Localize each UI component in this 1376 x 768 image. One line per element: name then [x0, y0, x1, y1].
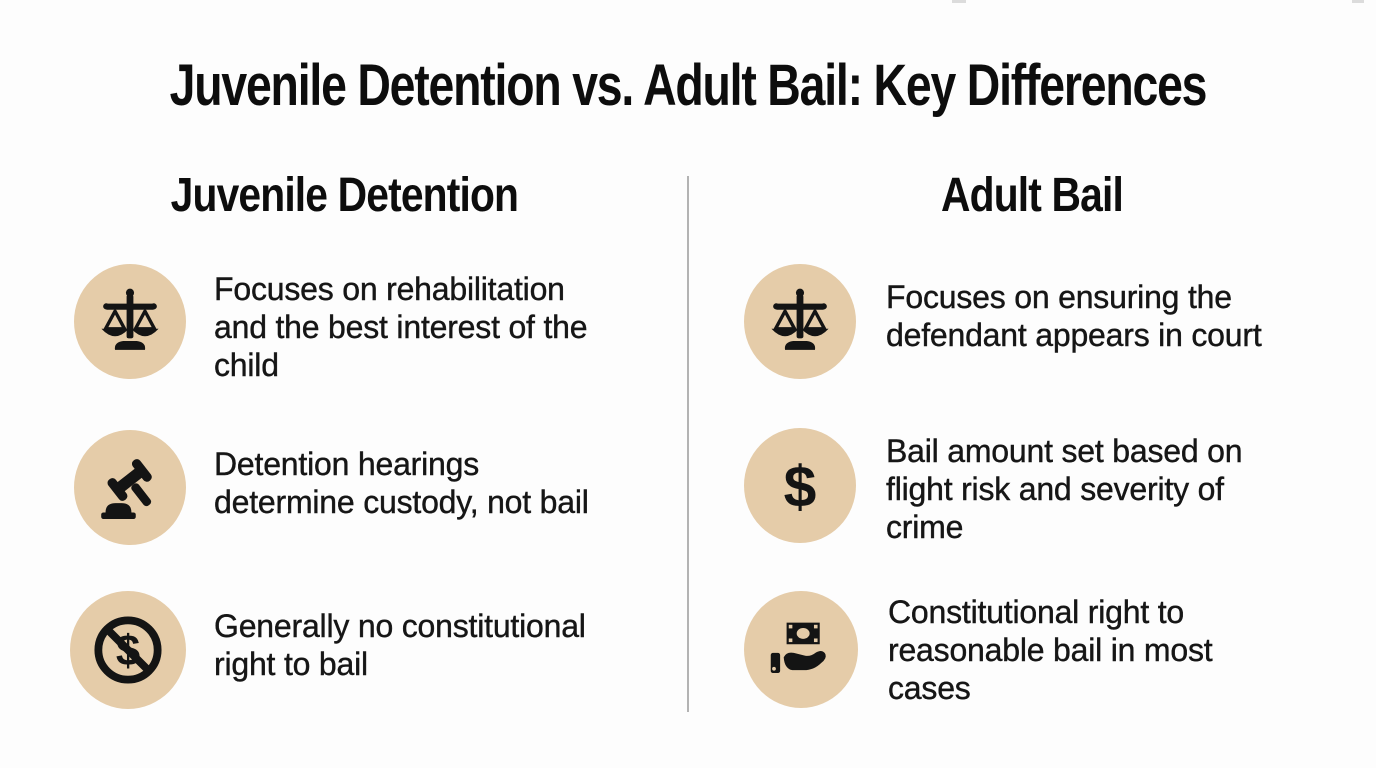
item-text-line: Generally no constitutional	[214, 608, 586, 644]
item-text: Bail amount set based on flight risk and…	[886, 428, 1243, 546]
item-text-line: crime	[886, 509, 964, 545]
scales-of-justice-icon	[101, 288, 159, 350]
item-text-line: cases	[888, 670, 971, 706]
money-in-hand-icon	[770, 622, 826, 673]
item-text-line: Constitutional right to	[888, 594, 1185, 630]
item-text: Focuses on rehabilitation and the best i…	[214, 264, 588, 384]
column-header-juvenile: Juvenile Detention	[0, 168, 688, 223]
gavel-icon	[101, 458, 152, 519]
comparison-item: Detention hearings determine custody, no…	[74, 430, 589, 545]
item-text-line: reasonable bail in most	[888, 632, 1213, 668]
dollar-sign-icon: $	[784, 454, 817, 519]
icon-circle: $	[70, 591, 186, 709]
icon-circle: $	[744, 428, 856, 543]
edge-artifact	[952, 0, 966, 3]
comparison-item: $ Generally no constitutional right to b…	[70, 591, 586, 709]
page-title: Juvenile Detention vs. Adult Bail: Key D…	[0, 52, 1376, 119]
no-bail-icon: $	[94, 616, 162, 684]
item-text: Detention hearings determine custody, no…	[214, 430, 589, 521]
item-text-line: Detention hearings	[214, 446, 480, 482]
column-header-adult: Adult Bail	[688, 168, 1376, 223]
comparison-item: Constitutional right to reasonable bail …	[744, 591, 1213, 708]
item-text-line: flight risk and severity of	[886, 471, 1224, 507]
icon-circle	[74, 264, 186, 379]
item-text-line: Focuses on rehabilitation	[214, 271, 565, 307]
item-text-line: child	[214, 347, 279, 383]
item-text: Generally no constitutional right to bai…	[214, 591, 586, 683]
column-divider	[687, 176, 689, 712]
icon-circle	[744, 264, 856, 379]
column-header-text: Adult Bail	[941, 169, 1124, 222]
icon-circle	[74, 430, 186, 545]
item-text: Constitutional right to reasonable bail …	[888, 591, 1213, 707]
page-title-text: Juvenile Detention vs. Adult Bail: Key D…	[169, 53, 1208, 118]
comparison-item: Focuses on ensuring the defendant appear…	[744, 264, 1262, 379]
item-text-line: right to bail	[214, 646, 369, 682]
item-text-line: and the best interest of the	[214, 309, 588, 345]
edge-artifact	[1352, 0, 1364, 3]
item-text-line: defendant appears in court	[886, 317, 1262, 353]
item-text-line: determine custody, not bail	[214, 484, 589, 520]
item-text-line: Bail amount set based on	[886, 433, 1243, 469]
icon-circle	[744, 591, 858, 708]
scales-of-justice-icon	[771, 288, 829, 350]
comparison-item: $ Bail amount set based on flight risk a…	[744, 428, 1243, 546]
item-text: Focuses on ensuring the defendant appear…	[886, 264, 1262, 354]
column-header-text: Juvenile Detention	[170, 169, 518, 222]
comparison-item: Focuses on rehabilitation and the best i…	[74, 264, 588, 384]
item-text-line: Focuses on ensuring the	[886, 279, 1232, 315]
svg-text:$: $	[784, 454, 817, 519]
